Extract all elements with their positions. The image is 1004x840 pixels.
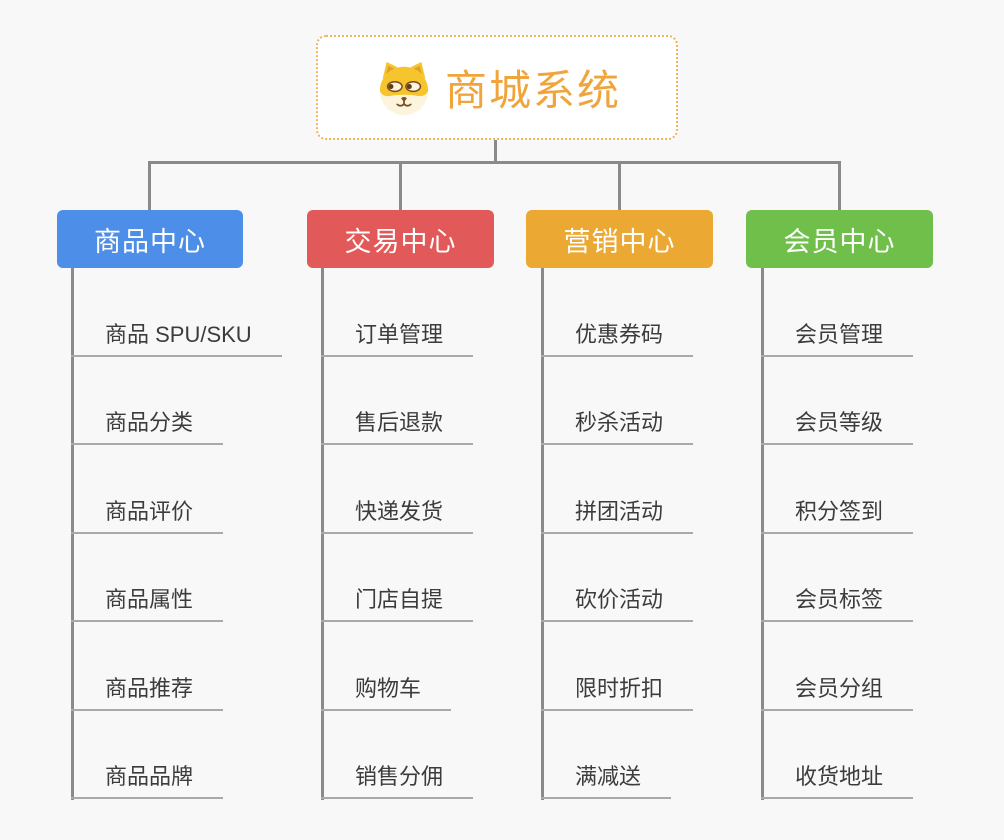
connector-stub-branch-0 bbox=[148, 161, 151, 210]
node-item[interactable]: 售后退款 bbox=[321, 357, 474, 445]
node-item[interactable]: 会员等级 bbox=[761, 357, 914, 445]
node-item[interactable]: 满减送 bbox=[541, 711, 693, 799]
dog-face-icon bbox=[373, 59, 435, 117]
node-item[interactable]: 积分签到 bbox=[761, 445, 914, 534]
node-item-label[interactable]: 优惠券码 bbox=[541, 317, 694, 357]
branch-header-trade[interactable]: 交易中心 bbox=[307, 210, 494, 268]
node-item[interactable]: 商品评价 bbox=[71, 445, 282, 534]
node-item[interactable]: 限时折扣 bbox=[541, 622, 694, 711]
root-node[interactable]: 商城系统 bbox=[316, 35, 678, 140]
node-item-label[interactable]: 商品推荐 bbox=[71, 671, 224, 711]
node-item-label[interactable]: 快递发货 bbox=[321, 494, 474, 534]
node-item[interactable]: 商品属性 bbox=[71, 534, 282, 622]
branch-header-products[interactable]: 商品中心 bbox=[57, 210, 243, 268]
node-item-label[interactable]: 售后退款 bbox=[321, 405, 474, 445]
connector-trunk-branch-0 bbox=[71, 268, 74, 800]
node-item-label[interactable]: 积分签到 bbox=[761, 494, 914, 534]
node-item-label[interactable]: 会员管理 bbox=[761, 317, 914, 357]
node-item[interactable]: 优惠券码 bbox=[541, 268, 694, 357]
node-item[interactable]: 会员分组 bbox=[761, 622, 914, 711]
connector-horizontal-rail bbox=[148, 161, 841, 164]
node-item[interactable]: 拼团活动 bbox=[541, 445, 694, 534]
node-item[interactable]: 商品品牌 bbox=[71, 711, 282, 799]
node-item[interactable]: 销售分佣 bbox=[321, 711, 474, 799]
node-item-label[interactable]: 商品分类 bbox=[71, 405, 224, 445]
node-item[interactable]: 秒杀活动 bbox=[541, 357, 694, 445]
connector-trunk-branch-3 bbox=[761, 268, 764, 800]
node-item[interactable]: 商品 SPU/SKU bbox=[71, 268, 282, 357]
connector-trunk-branch-1 bbox=[321, 268, 324, 800]
node-item[interactable]: 门店自提 bbox=[321, 534, 474, 622]
node-item[interactable]: 商品推荐 bbox=[71, 622, 282, 711]
node-item[interactable]: 砍价活动 bbox=[541, 534, 694, 622]
node-item-label[interactable]: 限时折扣 bbox=[541, 671, 694, 711]
node-item[interactable]: 购物车 bbox=[321, 622, 473, 711]
connector-trunk-branch-2 bbox=[541, 268, 544, 800]
connector-stub-branch-1 bbox=[399, 161, 402, 210]
node-item-label[interactable]: 收货地址 bbox=[761, 759, 914, 799]
node-item-label[interactable]: 订单管理 bbox=[321, 317, 474, 357]
node-item[interactable]: 会员标签 bbox=[761, 534, 914, 622]
node-item-label[interactable]: 商品评价 bbox=[71, 494, 224, 534]
node-item-label[interactable]: 购物车 bbox=[321, 671, 452, 711]
node-item-label[interactable]: 商品属性 bbox=[71, 582, 224, 622]
connector-stub-branch-3 bbox=[838, 161, 841, 210]
node-item-label[interactable]: 销售分佣 bbox=[321, 759, 474, 799]
branch-column-members: 会员管理 会员等级 积分签到 会员标签 会员分组 收货地址 bbox=[761, 268, 914, 799]
node-item[interactable]: 收货地址 bbox=[761, 711, 914, 799]
branch-column-marketing: 优惠券码 秒杀活动 拼团活动 砍价活动 限时折扣 满减送 bbox=[541, 268, 694, 799]
node-item[interactable]: 商品分类 bbox=[71, 357, 282, 445]
node-item[interactable]: 快递发货 bbox=[321, 445, 474, 534]
branch-header-marketing[interactable]: 营销中心 bbox=[526, 210, 713, 268]
node-item[interactable]: 订单管理 bbox=[321, 268, 474, 357]
branch-header-members[interactable]: 会员中心 bbox=[746, 210, 933, 268]
node-item-label[interactable]: 秒杀活动 bbox=[541, 405, 694, 445]
connector-root-stem bbox=[494, 140, 497, 163]
branch-column-products: 商品 SPU/SKU 商品分类 商品评价 商品属性 商品推荐 商品品牌 bbox=[71, 268, 282, 799]
root-title: 商城系统 bbox=[444, 67, 621, 114]
node-item-label[interactable]: 会员等级 bbox=[761, 405, 914, 445]
connector-stub-branch-2 bbox=[618, 161, 621, 210]
branch-column-trade: 订单管理 售后退款 快递发货 门店自提 购物车 销售分佣 bbox=[321, 268, 474, 799]
node-item-label[interactable]: 会员分组 bbox=[761, 671, 914, 711]
node-item-label[interactable]: 会员标签 bbox=[761, 582, 914, 622]
node-item-label[interactable]: 拼团活动 bbox=[541, 494, 694, 534]
node-item-label[interactable]: 满减送 bbox=[541, 759, 672, 799]
node-item-label[interactable]: 门店自提 bbox=[321, 582, 474, 622]
node-item[interactable]: 会员管理 bbox=[761, 268, 914, 357]
node-item-label[interactable]: 商品 SPU/SKU bbox=[71, 317, 282, 357]
node-item-label[interactable]: 商品品牌 bbox=[71, 759, 224, 799]
node-item-label[interactable]: 砍价活动 bbox=[541, 582, 694, 622]
